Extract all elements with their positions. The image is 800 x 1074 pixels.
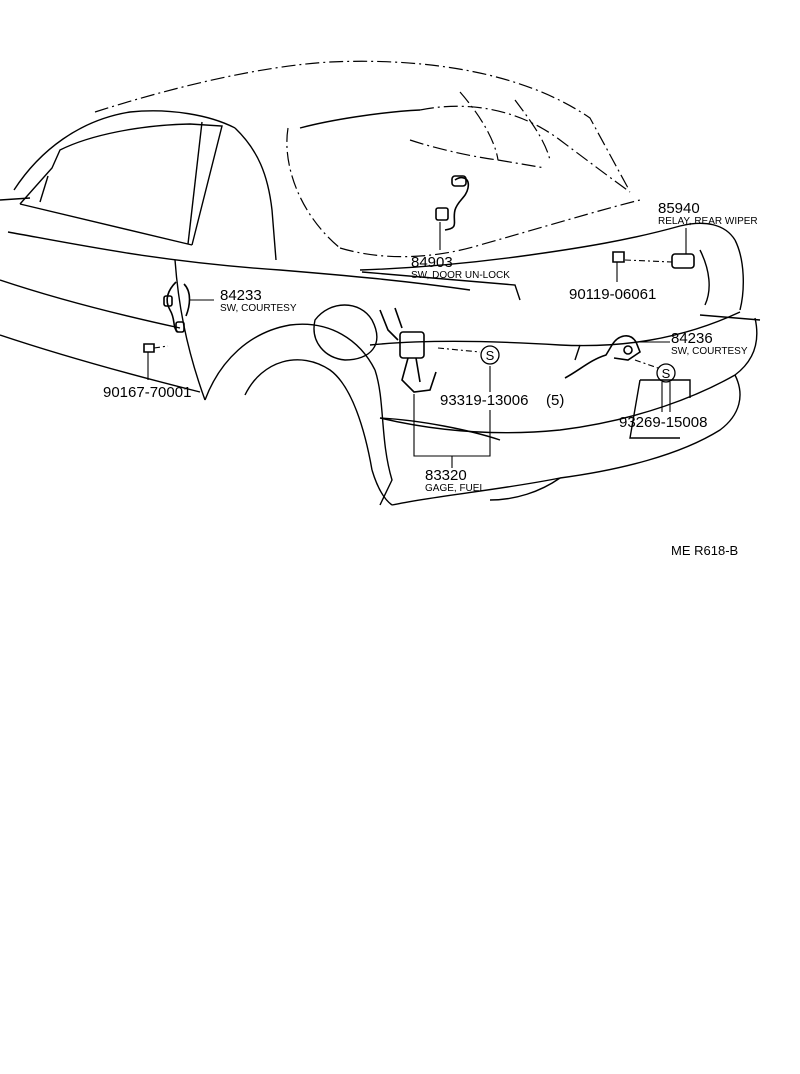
part-number: 84903 [411, 254, 453, 271]
part-description: GAGE, FUEL [425, 483, 485, 494]
callout-93269-15008[interactable]: 93269-15008 [619, 414, 707, 431]
callout-90167-70001[interactable]: 90167-70001 [103, 384, 191, 401]
fuel-gage-drawing [379, 307, 437, 393]
callout-84236[interactable]: 84236 SW, COURTESY [671, 330, 748, 357]
part-number: 90119-06061 [569, 286, 656, 303]
part-description: SW, COURTESY [220, 303, 297, 314]
svg-text:S: S [662, 366, 671, 381]
diagram-reference-code: ME R618-B [671, 543, 738, 558]
part-description: SW, COURTESY [671, 346, 748, 357]
callout-84233[interactable]: 84233 SW, COURTESY [220, 287, 297, 314]
part-number: 85940 [658, 200, 700, 217]
car-body-outline [0, 60, 761, 506]
callout-93319-13006[interactable]: 93319-13006 (5) [440, 392, 564, 409]
part-number: 84236 [671, 330, 713, 347]
callout-84903[interactable]: 84903 SW, DOOR UN-LOCK [411, 254, 510, 281]
relay-rear-wiper-drawing [612, 251, 695, 269]
screw-90167-drawing [143, 343, 169, 353]
switch-door-unlock-drawing [435, 175, 470, 231]
part-number: 84233 [220, 287, 262, 304]
callout-90119-06061[interactable]: 90119-06061 [569, 286, 656, 303]
part-description: RELAY, REAR WIPER [658, 216, 758, 227]
svg-text:S: S [486, 348, 495, 363]
switch-courtesy-right-drawing [564, 335, 641, 379]
callout-83320[interactable]: 83320 GAGE, FUEL [425, 467, 485, 494]
part-quantity: (5) [546, 392, 564, 409]
part-number: 90167-70001 [103, 384, 191, 401]
screw-marker-93319: S [480, 345, 500, 365]
switch-courtesy-left-drawing [163, 281, 191, 333]
callout-85940[interactable]: 85940 RELAY, REAR WIPER [658, 200, 758, 227]
leader-lines [147, 222, 687, 468]
part-description: SW, DOOR UN-LOCK [411, 270, 510, 281]
part-number: 93269-15008 [619, 414, 707, 431]
part-number: 93319-13006 [440, 392, 528, 409]
screw-marker-93269: S [656, 363, 676, 383]
part-number: 83320 [425, 467, 467, 484]
